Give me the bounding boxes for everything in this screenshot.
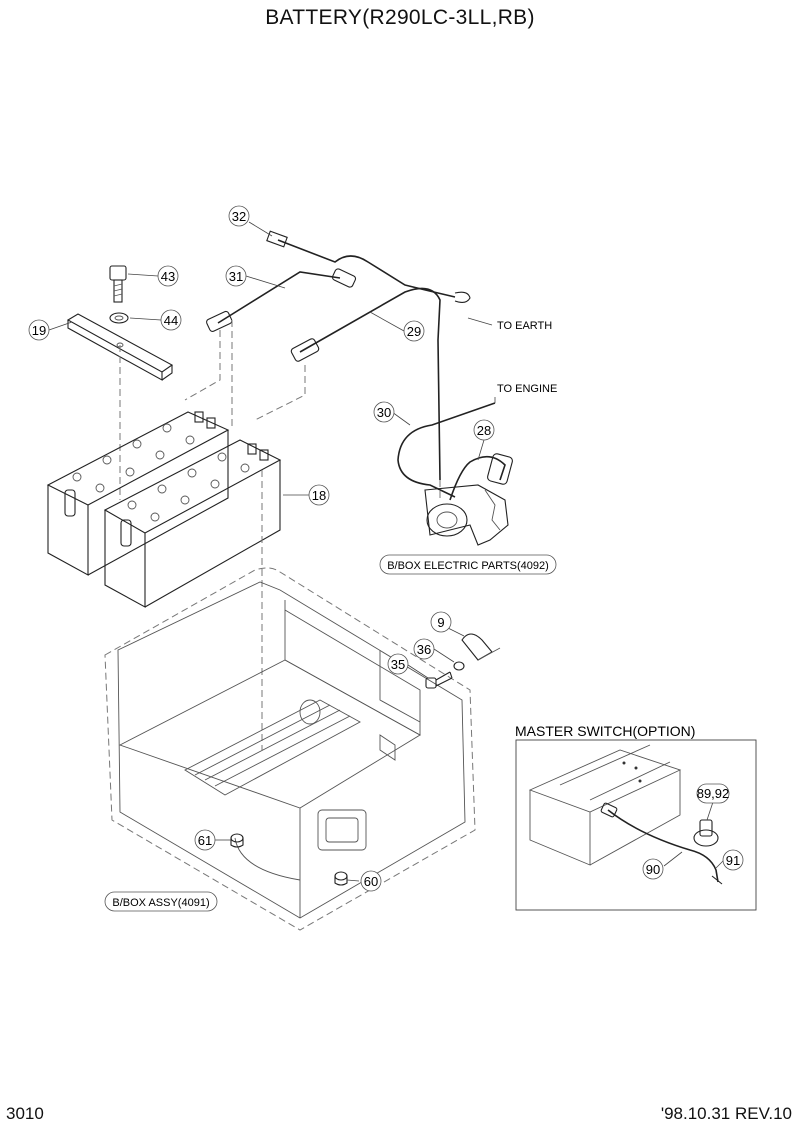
battery-rear [46,411,230,576]
leader-lines [48,221,496,882]
svg-text:32: 32 [232,209,246,224]
callout-90: 90 [646,862,660,877]
svg-text:18: 18 [312,488,326,503]
grommet-60 [334,871,348,886]
cable-29 [290,287,441,481]
cable-32 [266,230,471,304]
master-switch-inset: MASTER SWITCH(OPTION) 89,92 90 91 [515,723,757,911]
svg-text:43: 43 [161,269,175,284]
callout-32: 32 [228,205,250,227]
svg-text:B/BOX ELECTRIC PARTS(4092): B/BOX ELECTRIC PARTS(4092) [387,560,549,572]
svg-text:19: 19 [32,323,46,338]
svg-text:44: 44 [164,313,178,328]
box-assy-ref: B/BOX ASSY(4091) [104,891,218,912]
callout-18: 18 [308,484,330,506]
washer-36 [453,661,465,671]
cable-28 [449,453,513,501]
callout-9: 9 [430,611,452,633]
callout-29: 29 [403,320,425,342]
bolt-43 [109,265,127,303]
battery-box [104,567,476,931]
callout-44: 44 [160,309,182,331]
master-switch-title: MASTER SWITCH(OPTION) [515,723,695,739]
battery-front [103,439,282,608]
svg-text:29: 29 [407,324,421,339]
grommet-61 [230,833,244,848]
svg-text:61: 61 [198,833,212,848]
clip-9 [461,633,501,661]
bracket-19 [66,313,174,500]
bolt-35 [425,671,453,689]
callout-30: 30 [373,401,395,423]
svg-text:60: 60 [364,874,378,889]
callout-60: 60 [360,870,382,892]
to-earth-label: TO EARTH [497,320,552,332]
callout-36: 36 [413,638,435,660]
callout-43: 43 [157,265,179,287]
callout-61: 61 [194,829,216,851]
svg-text:30: 30 [377,405,391,420]
revision-date: '98.10.31 REV.10 [660,1104,792,1123]
callout-31: 31 [225,265,247,287]
svg-text:9: 9 [437,615,444,630]
cable-31 [206,268,357,332]
svg-text:28: 28 [477,423,491,438]
cable-30 [397,402,496,498]
callout-89-92: 89,92 [697,786,730,801]
to-engine-label: TO ENGINE [497,383,557,395]
battery-relay [424,484,509,546]
callout-28: 28 [473,419,495,441]
callout-35: 35 [387,653,409,675]
page-number: 3010 [6,1104,44,1123]
box-electric-parts-ref: B/BOX ELECTRIC PARTS(4092) [379,554,557,575]
svg-text:36: 36 [417,642,431,657]
page-title: BATTERY(R290LC-3LL,RB) [265,6,535,29]
svg-text:31: 31 [229,269,243,284]
svg-text:B/BOX ASSY(4091): B/BOX ASSY(4091) [112,897,209,909]
callout-19: 19 [28,319,50,341]
callout-91: 91 [726,853,740,868]
washer-44 [109,312,129,324]
assembly-lines [184,320,441,750]
svg-text:35: 35 [391,657,405,672]
